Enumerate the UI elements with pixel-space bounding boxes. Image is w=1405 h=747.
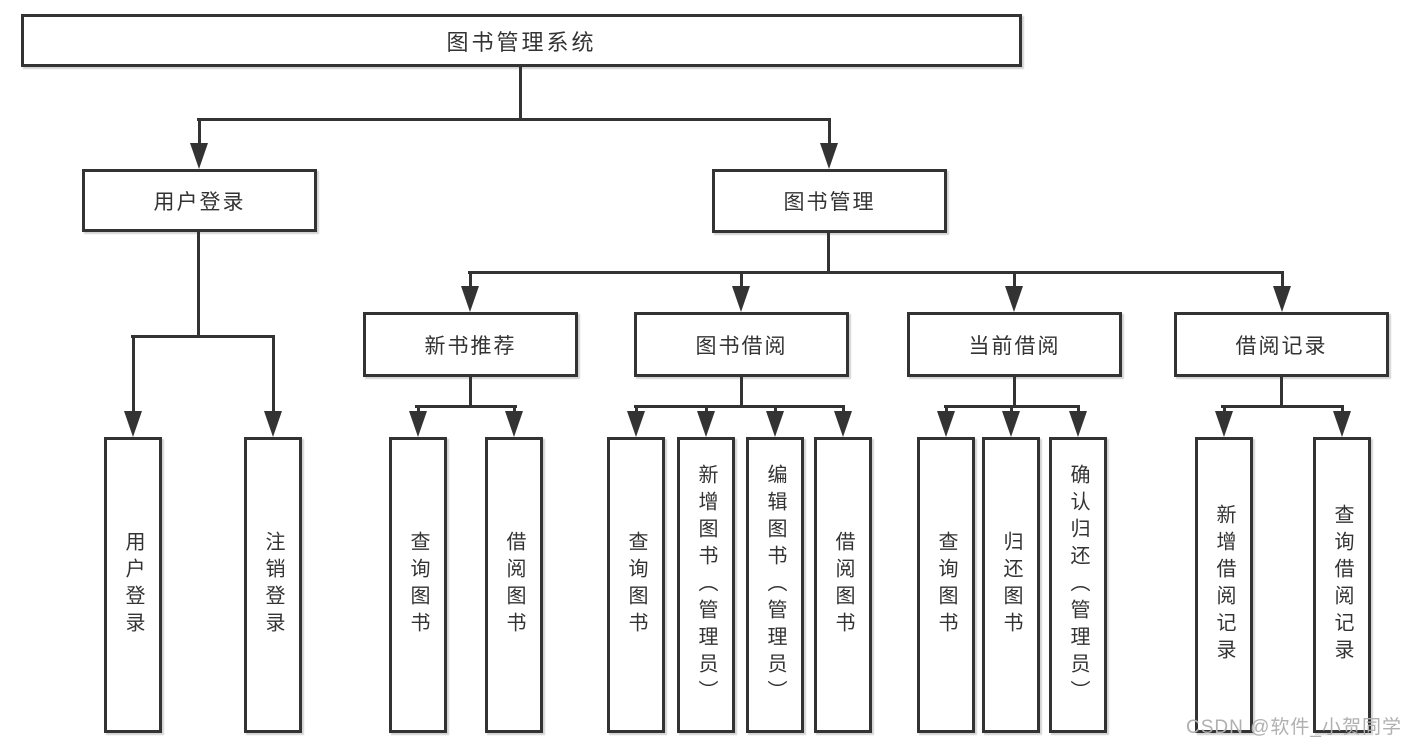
leaf-query-books-current: 查询图书	[917, 437, 975, 733]
leaf-label: 查询图书	[935, 531, 957, 639]
branch-line-book-borrow	[634, 405, 845, 408]
leaf-return-books: 归还图书	[982, 437, 1040, 733]
node-user-login: 用户登录	[82, 169, 317, 232]
leaf-label: 新增借阅记录	[1213, 504, 1235, 666]
node-root: 图书管理系统	[21, 14, 1022, 67]
leaf-query-books-borrow: 查询图书	[607, 437, 665, 733]
connector-current-borrow-trunk	[1013, 377, 1016, 408]
connector-borrow-records-trunk	[1280, 377, 1283, 408]
arrow-down	[1273, 271, 1291, 312]
branch-line-level2	[197, 118, 831, 121]
connector-user-login-trunk	[197, 232, 200, 338]
leaf-borrow-books: 借阅图书	[814, 437, 872, 733]
leaf-label: 新增图书（管理员）	[695, 463, 717, 707]
node-borrow-records: 借阅记录	[1174, 312, 1389, 377]
arrow-down	[820, 118, 838, 169]
leaf-query-borrow-record: 查询借阅记录	[1313, 437, 1371, 733]
arrow-down	[627, 405, 645, 437]
arrow-down	[732, 271, 750, 312]
arrow-down	[1069, 405, 1087, 437]
node-current-borrow: 当前借阅	[907, 312, 1122, 377]
leaf-add-borrow-record: 新增借阅记录	[1195, 437, 1253, 733]
leaf-label: 查询图书	[625, 531, 647, 639]
leaf-user-login: 用户登录	[104, 437, 162, 733]
arrow-down	[264, 335, 282, 437]
arrow-down	[461, 271, 479, 312]
arrow-down	[766, 405, 784, 437]
leaf-confirm-return-admin: 确认归还（管理员）	[1049, 437, 1107, 733]
leaf-label: 编辑图书（管理员）	[764, 463, 786, 707]
arrow-down	[124, 335, 142, 437]
leaf-borrow-books-recommend: 借阅图书	[485, 437, 543, 733]
leaf-label: 注销登录	[262, 531, 284, 639]
arrow-down	[937, 405, 955, 437]
node-book-management: 图书管理	[712, 169, 947, 233]
watermark: CSDN @软件_小贺同学	[1186, 717, 1402, 738]
arrow-down	[409, 405, 427, 437]
arrow-down	[1215, 405, 1233, 437]
leaf-label: 借阅图书	[832, 531, 854, 639]
arrow-down	[190, 118, 208, 169]
leaf-logout: 注销登录	[244, 437, 302, 733]
leaf-label: 用户登录	[122, 531, 144, 639]
node-new-book-recommend: 新书推荐	[363, 312, 578, 377]
branch-line-new-book	[415, 405, 517, 408]
leaf-label: 归还图书	[1000, 531, 1022, 639]
arrow-down	[1005, 271, 1023, 312]
leaf-label: 查询图书	[407, 531, 429, 639]
arrow-down	[1333, 405, 1351, 437]
arrow-down	[1002, 405, 1020, 437]
branch-line-user-login	[131, 335, 275, 338]
node-book-borrow: 图书借阅	[634, 312, 849, 377]
connector-book-borrow-trunk	[740, 377, 743, 408]
leaf-add-books-admin: 新增图书（管理员）	[677, 437, 735, 733]
connector-new-book-trunk	[469, 377, 472, 408]
leaf-label: 借阅图书	[503, 531, 525, 639]
connector-root-trunk	[519, 67, 522, 121]
leaf-label: 查询借阅记录	[1331, 504, 1353, 666]
arrow-down	[834, 405, 852, 437]
leaf-label: 确认归还（管理员）	[1067, 463, 1089, 707]
branch-line-level3	[468, 271, 1284, 274]
arrow-down	[505, 405, 523, 437]
arrow-down	[697, 405, 715, 437]
connector-book-management-trunk	[827, 233, 830, 274]
branch-line-borrow-records	[1221, 405, 1344, 408]
leaf-query-books-recommend: 查询图书	[389, 437, 447, 733]
leaf-edit-books-admin: 编辑图书（管理员）	[746, 437, 804, 733]
